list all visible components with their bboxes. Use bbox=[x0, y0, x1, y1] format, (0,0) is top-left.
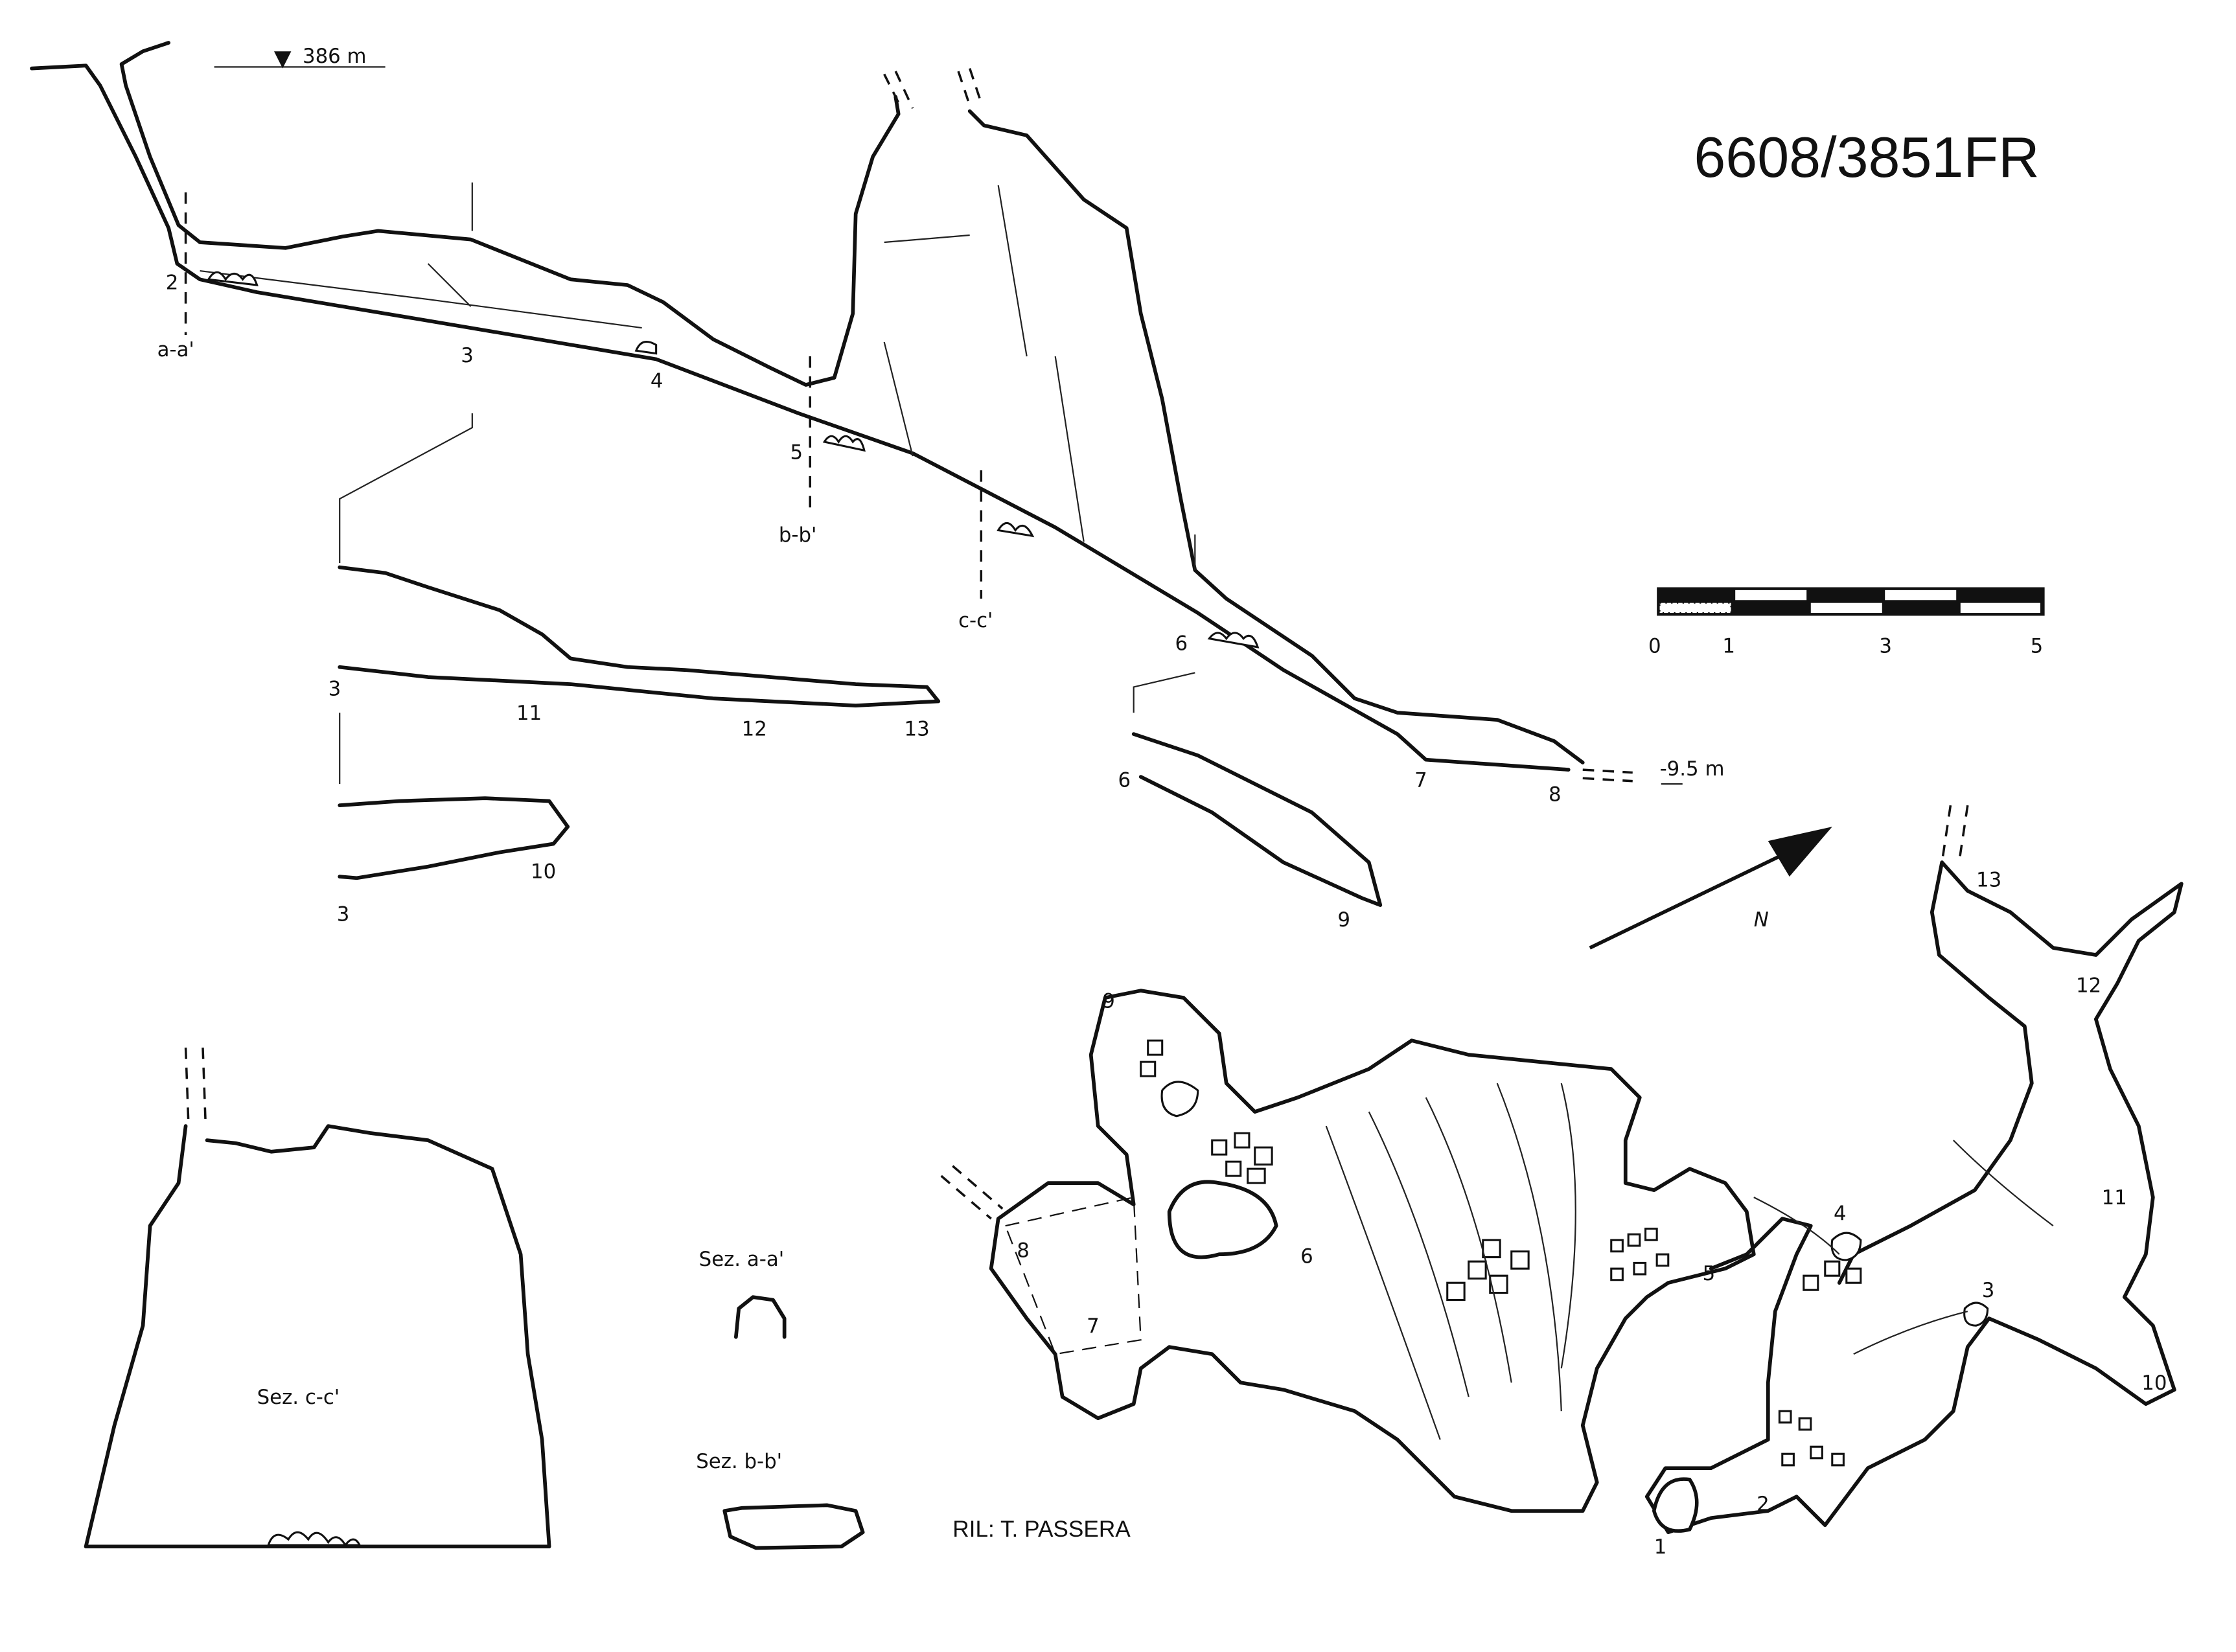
branch-station-9: 9 bbox=[1337, 908, 1350, 932]
scale-label-0: 0 bbox=[1648, 635, 1661, 658]
section-mark-c: c-c' bbox=[958, 609, 993, 632]
branch-station-13: 13 bbox=[904, 717, 929, 740]
cross-section-a bbox=[733, 1295, 787, 1339]
depth-label: -9.5 m bbox=[1660, 757, 1725, 781]
plan-station-8: 8 bbox=[1017, 1239, 1030, 1263]
station-3: 3 bbox=[461, 344, 474, 367]
plan-station-7: 7 bbox=[1087, 1314, 1100, 1338]
scale-bar: 0 1 3 5 bbox=[1648, 587, 2045, 658]
cadastre-number: 6608/3851FR bbox=[1694, 125, 2039, 189]
scale-label-5: 5 bbox=[2031, 635, 2044, 658]
plan-boulders bbox=[1140, 1039, 1989, 1467]
station-7: 7 bbox=[1414, 768, 1427, 792]
station-8: 8 bbox=[1549, 783, 1562, 806]
longitudinal-profile: 2 a-a' 3 4 5 b-b' c-c' 6 7 8 -9.5 m bbox=[30, 41, 1725, 806]
plan-view: 9 8 7 6 5 4 3 2 1 10 11 12 13 bbox=[940, 805, 2184, 1559]
branch-station-11: 11 bbox=[516, 702, 542, 725]
plan-station-9: 9 bbox=[1102, 990, 1115, 1013]
north-arrow: N bbox=[1589, 827, 1832, 950]
survey-credit: RIL: T. PASSERA bbox=[952, 1517, 1131, 1542]
section-mark-a: a-a' bbox=[157, 338, 194, 361]
branch-profiles: 3 11 12 13 3 10 6 9 bbox=[328, 413, 1383, 932]
branch-station-12: 12 bbox=[742, 717, 767, 740]
plan-station-5: 5 bbox=[1703, 1262, 1716, 1285]
plan-station-2: 2 bbox=[1757, 1493, 1769, 1516]
plan-station-3: 3 bbox=[1982, 1279, 1995, 1302]
scale-label-1: 1 bbox=[1722, 635, 1735, 658]
plan-station-1: 1 bbox=[1654, 1535, 1667, 1559]
north-label: N bbox=[1754, 908, 1769, 932]
section-title-a: Sez. a-a' bbox=[699, 1248, 785, 1271]
elevation-triangle-icon bbox=[273, 51, 292, 69]
station-5: 5 bbox=[790, 441, 803, 464]
entrance-shaft bbox=[1652, 1477, 1699, 1533]
station-4: 4 bbox=[651, 369, 663, 393]
section-mark-b: b-b' bbox=[779, 523, 817, 547]
branch-station-3b: 3 bbox=[337, 902, 350, 926]
boulders bbox=[207, 271, 1260, 648]
cross-section-b bbox=[722, 1503, 865, 1550]
section-title-b: Sez. b-b' bbox=[696, 1450, 782, 1473]
plan-station-11: 11 bbox=[2102, 1186, 2127, 1210]
arrow-head-icon bbox=[1768, 827, 1832, 877]
entrance-elevation-marker: 386 m bbox=[214, 45, 386, 69]
station-6: 6 bbox=[1175, 632, 1188, 655]
cross-section-c: Sez. c-c' bbox=[84, 1048, 551, 1549]
plan-station-10: 10 bbox=[2141, 1371, 2167, 1395]
station-2: 2 bbox=[166, 271, 179, 295]
scale-label-3: 3 bbox=[1879, 635, 1892, 658]
branch-station-3a: 3 bbox=[328, 678, 341, 701]
plan-station-4: 4 bbox=[1834, 1202, 1847, 1225]
section-title-c: Sez. c-c' bbox=[257, 1386, 340, 1409]
plan-station-6: 6 bbox=[1300, 1245, 1313, 1268]
plan-station-13: 13 bbox=[1976, 869, 2001, 892]
plan-station-12: 12 bbox=[2076, 974, 2101, 997]
branch-station-6: 6 bbox=[1118, 768, 1131, 792]
branch-station-10: 10 bbox=[531, 860, 556, 883]
elevation-label: 386 m bbox=[303, 45, 367, 68]
